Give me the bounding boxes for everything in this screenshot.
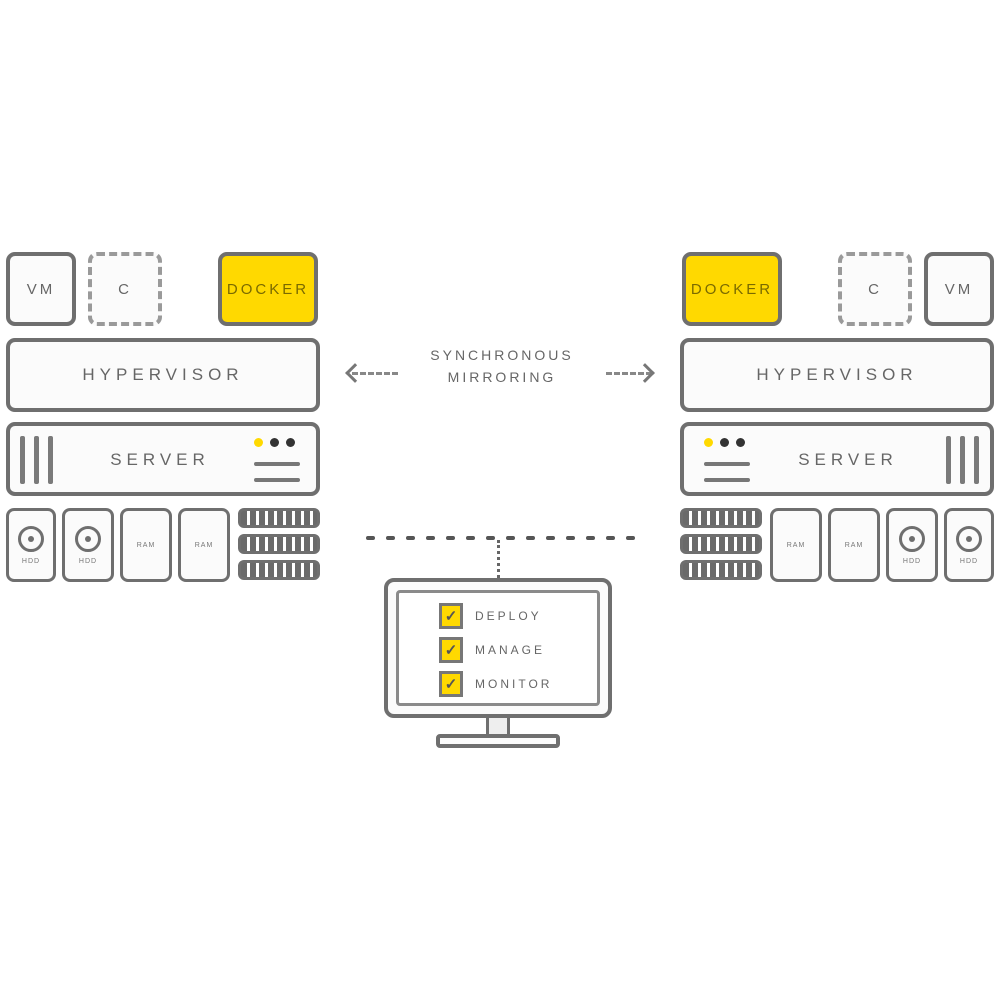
network-drop-line <box>497 540 500 578</box>
sync-label-line2: MIRRORING <box>447 369 557 385</box>
right-ram-1-label: RAM <box>786 541 806 549</box>
disk-icon <box>899 525 925 552</box>
left-ram-2-label: RAM <box>194 541 214 549</box>
left-hdd-2-label: HDD <box>78 557 98 565</box>
right-ram-2-label: RAM <box>844 541 864 549</box>
left-status-led-yellow <box>254 438 263 447</box>
monitor-screen: ✓ DEPLOY ✓ MANAGE ✓ MONITOR <box>396 590 600 706</box>
monitor-frame: ✓ DEPLOY ✓ MANAGE ✓ MONITOR <box>384 578 612 718</box>
left-vm-label: VM <box>26 280 56 298</box>
right-server-label: SERVER <box>798 450 898 469</box>
left-server-slot <box>254 478 300 482</box>
right-container-box: C <box>838 252 912 326</box>
right-server: SERVER <box>680 422 994 496</box>
right-vm-label: VM <box>944 280 974 298</box>
check-icon: ✓ <box>439 603 463 629</box>
right-arrow-icon <box>635 363 655 383</box>
network-dash <box>406 536 415 540</box>
right-hypervisor: HYPERVISOR <box>680 338 994 412</box>
right-hdd-1-label: HDD <box>902 557 922 565</box>
left-hdd-2: HDD <box>62 508 114 582</box>
left-status-led <box>286 438 295 447</box>
right-docker-label: DOCKER <box>690 280 774 298</box>
sync-line-right <box>606 372 652 375</box>
network-dash <box>526 536 535 540</box>
sync-label: SYNCHRONOUS MIRRORING <box>402 344 602 388</box>
left-vm-box: VM <box>6 252 76 326</box>
left-rack-unit <box>238 508 320 528</box>
right-rack-unit <box>680 560 762 580</box>
right-status-led <box>720 438 729 447</box>
right-hdd-2-label: HDD <box>959 557 979 565</box>
network-dash <box>366 536 375 540</box>
right-ram-2: RAM <box>828 508 880 582</box>
network-dash <box>466 536 475 540</box>
right-hypervisor-label: HYPERVISOR <box>756 365 918 384</box>
network-dash <box>386 536 395 540</box>
network-dash <box>626 536 635 540</box>
network-dash <box>506 536 515 540</box>
left-ram-1-label: RAM <box>136 541 156 549</box>
right-docker-box: DOCKER <box>682 252 782 326</box>
disk-icon <box>75 525 101 552</box>
left-server: SERVER <box>6 422 320 496</box>
right-server-vent <box>960 436 965 484</box>
right-ram-1: RAM <box>770 508 822 582</box>
left-hdd-1-label: HDD <box>21 557 41 565</box>
console-item-label: MONITOR <box>475 677 553 691</box>
disk-icon <box>956 525 982 552</box>
right-vm-box: VM <box>924 252 994 326</box>
network-dash <box>426 536 435 540</box>
left-server-vent <box>48 436 53 484</box>
check-icon: ✓ <box>439 637 463 663</box>
left-container-box: C <box>88 252 162 326</box>
right-hdd-2: HDD <box>944 508 994 582</box>
console-item-label: MANAGE <box>475 643 546 657</box>
left-status-led <box>270 438 279 447</box>
network-dash <box>486 536 495 540</box>
right-rack-unit <box>680 508 762 528</box>
left-hdd-1: HDD <box>6 508 56 582</box>
network-dash <box>606 536 615 540</box>
left-server-vent <box>34 436 39 484</box>
right-hdd-1: HDD <box>886 508 938 582</box>
monitor-neck <box>486 718 510 736</box>
right-rack-unit <box>680 534 762 554</box>
left-rack-unit <box>238 534 320 554</box>
network-dash <box>446 536 455 540</box>
left-server-vent <box>20 436 25 484</box>
left-ram-1: RAM <box>120 508 172 582</box>
right-status-led-yellow <box>704 438 713 447</box>
left-container-label: C <box>118 280 132 298</box>
right-container-label: C <box>868 280 882 298</box>
left-hypervisor: HYPERVISOR <box>6 338 320 412</box>
left-server-label: SERVER <box>110 450 210 469</box>
right-server-slot <box>704 478 750 482</box>
right-server-vent <box>946 436 951 484</box>
left-server-slot <box>254 462 300 466</box>
monitor-stand <box>436 734 560 748</box>
right-server-vent <box>974 436 979 484</box>
sync-line-left <box>352 372 398 375</box>
console-item-label: DEPLOY <box>475 609 542 623</box>
left-ram-2: RAM <box>178 508 230 582</box>
left-rack-unit <box>238 560 320 580</box>
network-dash <box>586 536 595 540</box>
right-server-slot <box>704 462 750 466</box>
console-item-monitor: ✓ MONITOR <box>439 671 552 697</box>
check-icon: ✓ <box>439 671 463 697</box>
sync-label-line1: SYNCHRONOUS <box>430 347 574 363</box>
network-dash <box>546 536 555 540</box>
left-hypervisor-label: HYPERVISOR <box>82 365 244 384</box>
disk-icon <box>18 525 44 552</box>
left-docker-label: DOCKER <box>226 280 310 298</box>
network-dash <box>566 536 575 540</box>
console-item-manage: ✓ MANAGE <box>439 637 545 663</box>
console-item-deploy: ✓ DEPLOY <box>439 603 542 629</box>
right-status-led <box>736 438 745 447</box>
left-docker-box: DOCKER <box>218 252 318 326</box>
